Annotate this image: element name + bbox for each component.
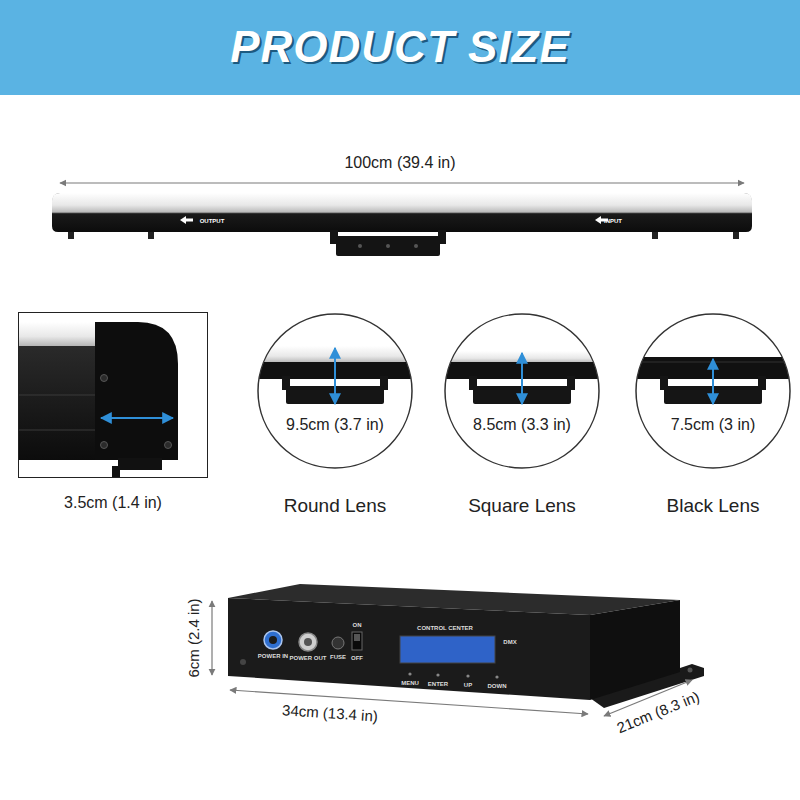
page-title: PRODUCT SIZE (230, 22, 570, 73)
lens-circle: 7.5cm (3 in)Black Lens (635, 313, 791, 469)
panel-label: POWER IN (258, 653, 288, 660)
dimension-label: 6cm (2.4 in) (185, 598, 202, 677)
round-lens-profile (250, 346, 420, 404)
circle-outline (635, 313, 791, 469)
circle-outline (444, 313, 600, 469)
lens-name: Black Lens (667, 495, 760, 517)
detail-view-box: 3.5cm (1.4 in) (18, 312, 208, 478)
dimension-label: 3.5cm (1.4 in) (64, 494, 162, 512)
lens-circle: 9.5cm (3.7 in)Round Lens (257, 313, 413, 469)
circle-outline (258, 314, 412, 468)
panel-label: ENTER (428, 681, 448, 688)
circle-outline (257, 313, 413, 469)
port-label: OUTPUT (200, 218, 225, 225)
dimension-line (60, 182, 744, 183)
black-lens-profile (628, 357, 798, 404)
panel-label: OFF (351, 655, 363, 662)
panel-label: DMX (503, 639, 516, 646)
title-banner (0, 0, 800, 95)
end-cap-detail (19, 322, 178, 477)
dimension-label: 100cm (39.4 in) (344, 154, 455, 172)
panel-label: DOWN (488, 683, 507, 690)
dimension-label: 21cm (8.3 in) (614, 688, 702, 737)
dimension-label: 34cm (13.4 in) (282, 701, 379, 725)
circle-outline (636, 314, 790, 468)
circle-outline (445, 314, 599, 468)
lens-name: Square Lens (468, 495, 576, 517)
panel-label: ON (353, 622, 362, 629)
light-bar (52, 193, 752, 256)
square-lens-profile (437, 351, 607, 404)
panel-label: MENU (401, 680, 419, 687)
dimension-label: 8.5cm (3.3 in) (473, 416, 571, 434)
panel-label: FUSE (330, 654, 346, 661)
panel-label: UP (464, 682, 472, 689)
panel-label: POWER OUT (290, 655, 327, 662)
dimension-label: 7.5cm (3 in) (671, 416, 755, 434)
panel-label: CONTROL CENTER (417, 625, 473, 632)
port-label: INPUT (604, 218, 622, 225)
lens-name: Round Lens (284, 495, 386, 517)
dimension-label: 9.5cm (3.7 in) (286, 416, 384, 434)
control-box (228, 584, 704, 708)
dimension-line (211, 601, 212, 675)
lens-circle: 8.5cm (3.3 in)Square Lens (444, 313, 600, 469)
